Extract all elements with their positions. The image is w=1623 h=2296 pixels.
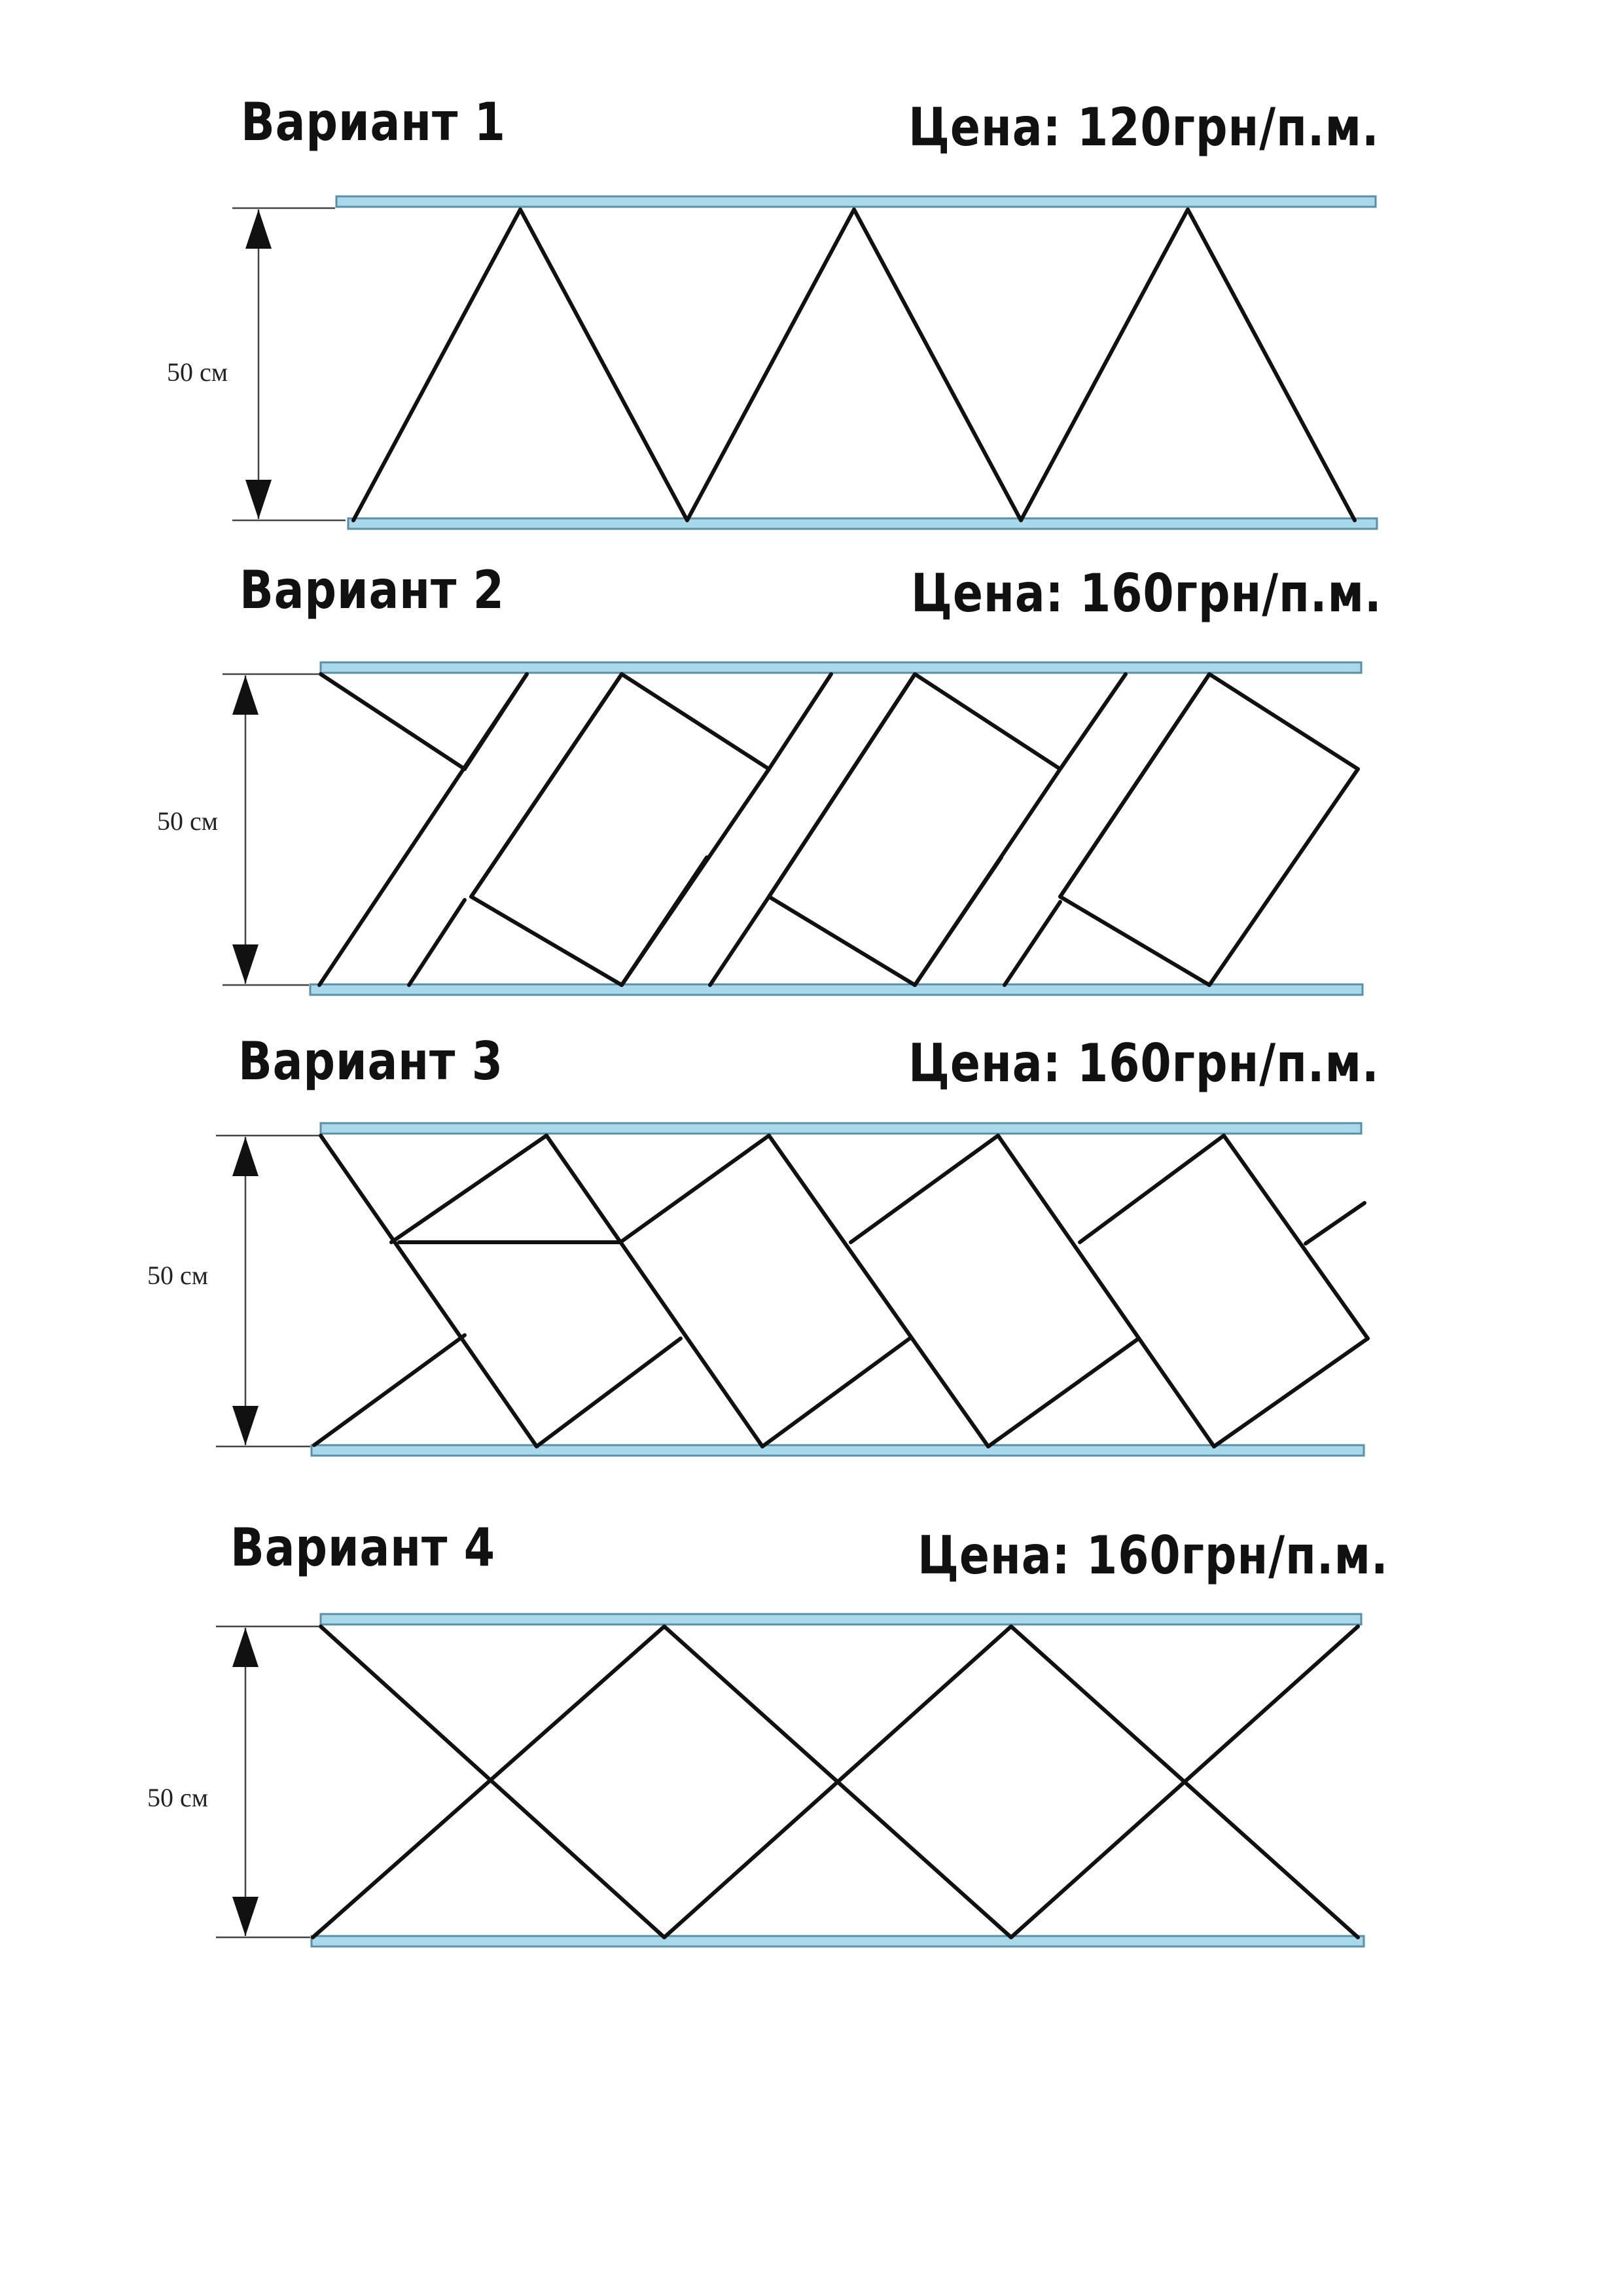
variant-1-title: Вариант 1 <box>241 92 506 152</box>
diagonal-brace <box>1003 900 1062 987</box>
variant-2-title: Вариант 2 <box>240 560 505 620</box>
top-rail <box>319 1613 1363 1626</box>
diagonal-brace <box>544 1134 764 1448</box>
cross-link <box>1078 1134 1226 1244</box>
top-rail <box>335 195 1377 208</box>
variant-2-diagram: 50 см <box>157 661 1364 996</box>
top-rail <box>319 661 1363 674</box>
variant-4-title: Вариант 4 <box>230 1517 495 1578</box>
diagonal-brace <box>469 672 624 899</box>
cross-link <box>760 1336 912 1448</box>
diagonal-brace <box>463 672 529 771</box>
dimension-label: 50 см <box>167 357 228 387</box>
diagonal-brace <box>767 672 833 771</box>
cross-link <box>849 1134 1000 1244</box>
arrow-up <box>232 1137 259 1176</box>
diagonal-brace <box>996 1134 1216 1448</box>
top-rail <box>319 1122 1363 1135</box>
variant-1-diagram: 50 см <box>167 195 1378 530</box>
dimension-label: 50 см <box>157 806 218 836</box>
diagonal-brace <box>319 1134 539 1448</box>
arrow-down <box>232 1406 259 1445</box>
diagonal-brace <box>1222 1134 1370 1340</box>
variant-1-price: Цена: 120грн/п.м. <box>908 97 1380 158</box>
diagonal-brace <box>767 672 917 899</box>
cross-link <box>389 1134 548 1244</box>
bottom-rail <box>310 1444 1365 1457</box>
diagonal-brace <box>767 1134 990 1448</box>
entry-brace <box>319 672 467 771</box>
arrow-up <box>245 209 272 249</box>
diagonal-brace <box>1058 672 1128 771</box>
cross-link <box>618 1134 771 1244</box>
bottom-rail <box>310 1935 1365 1948</box>
cross-link <box>535 1336 683 1448</box>
arrow-down <box>232 1897 259 1936</box>
variant-4-diagram: 50 см <box>147 1613 1365 1948</box>
variant-2-price: Цена: 160грн/п.м. <box>911 563 1382 624</box>
variant-3-diagram: 50 см <box>147 1122 1370 1457</box>
lattice-up-down <box>311 1624 1360 1939</box>
dimension-label: 50 см <box>147 1783 208 1812</box>
variant-4-price: Цена: 160грн/п.м. <box>918 1525 1389 1586</box>
cross-link <box>1304 1201 1366 1246</box>
diagonal-brace <box>1058 672 1211 899</box>
arrow-up <box>232 675 259 715</box>
diagonal-brace <box>407 898 467 987</box>
arrow-down <box>232 944 259 984</box>
cross-link <box>986 1336 1141 1448</box>
bottom-rail <box>347 517 1378 530</box>
zigzag-lattice <box>351 207 1357 522</box>
arrow-down <box>245 480 272 519</box>
variant-3-price: Цена: 160грн/п.м. <box>908 1033 1380 1094</box>
arrow-up <box>232 1628 259 1667</box>
diagonal-brace <box>708 895 771 987</box>
cross-link <box>1212 1336 1370 1448</box>
variant-3-title: Вариант 3 <box>238 1031 503 1092</box>
cross-link <box>312 1333 467 1447</box>
dimension-label: 50 см <box>147 1261 208 1290</box>
bottom-rail <box>309 983 1364 996</box>
